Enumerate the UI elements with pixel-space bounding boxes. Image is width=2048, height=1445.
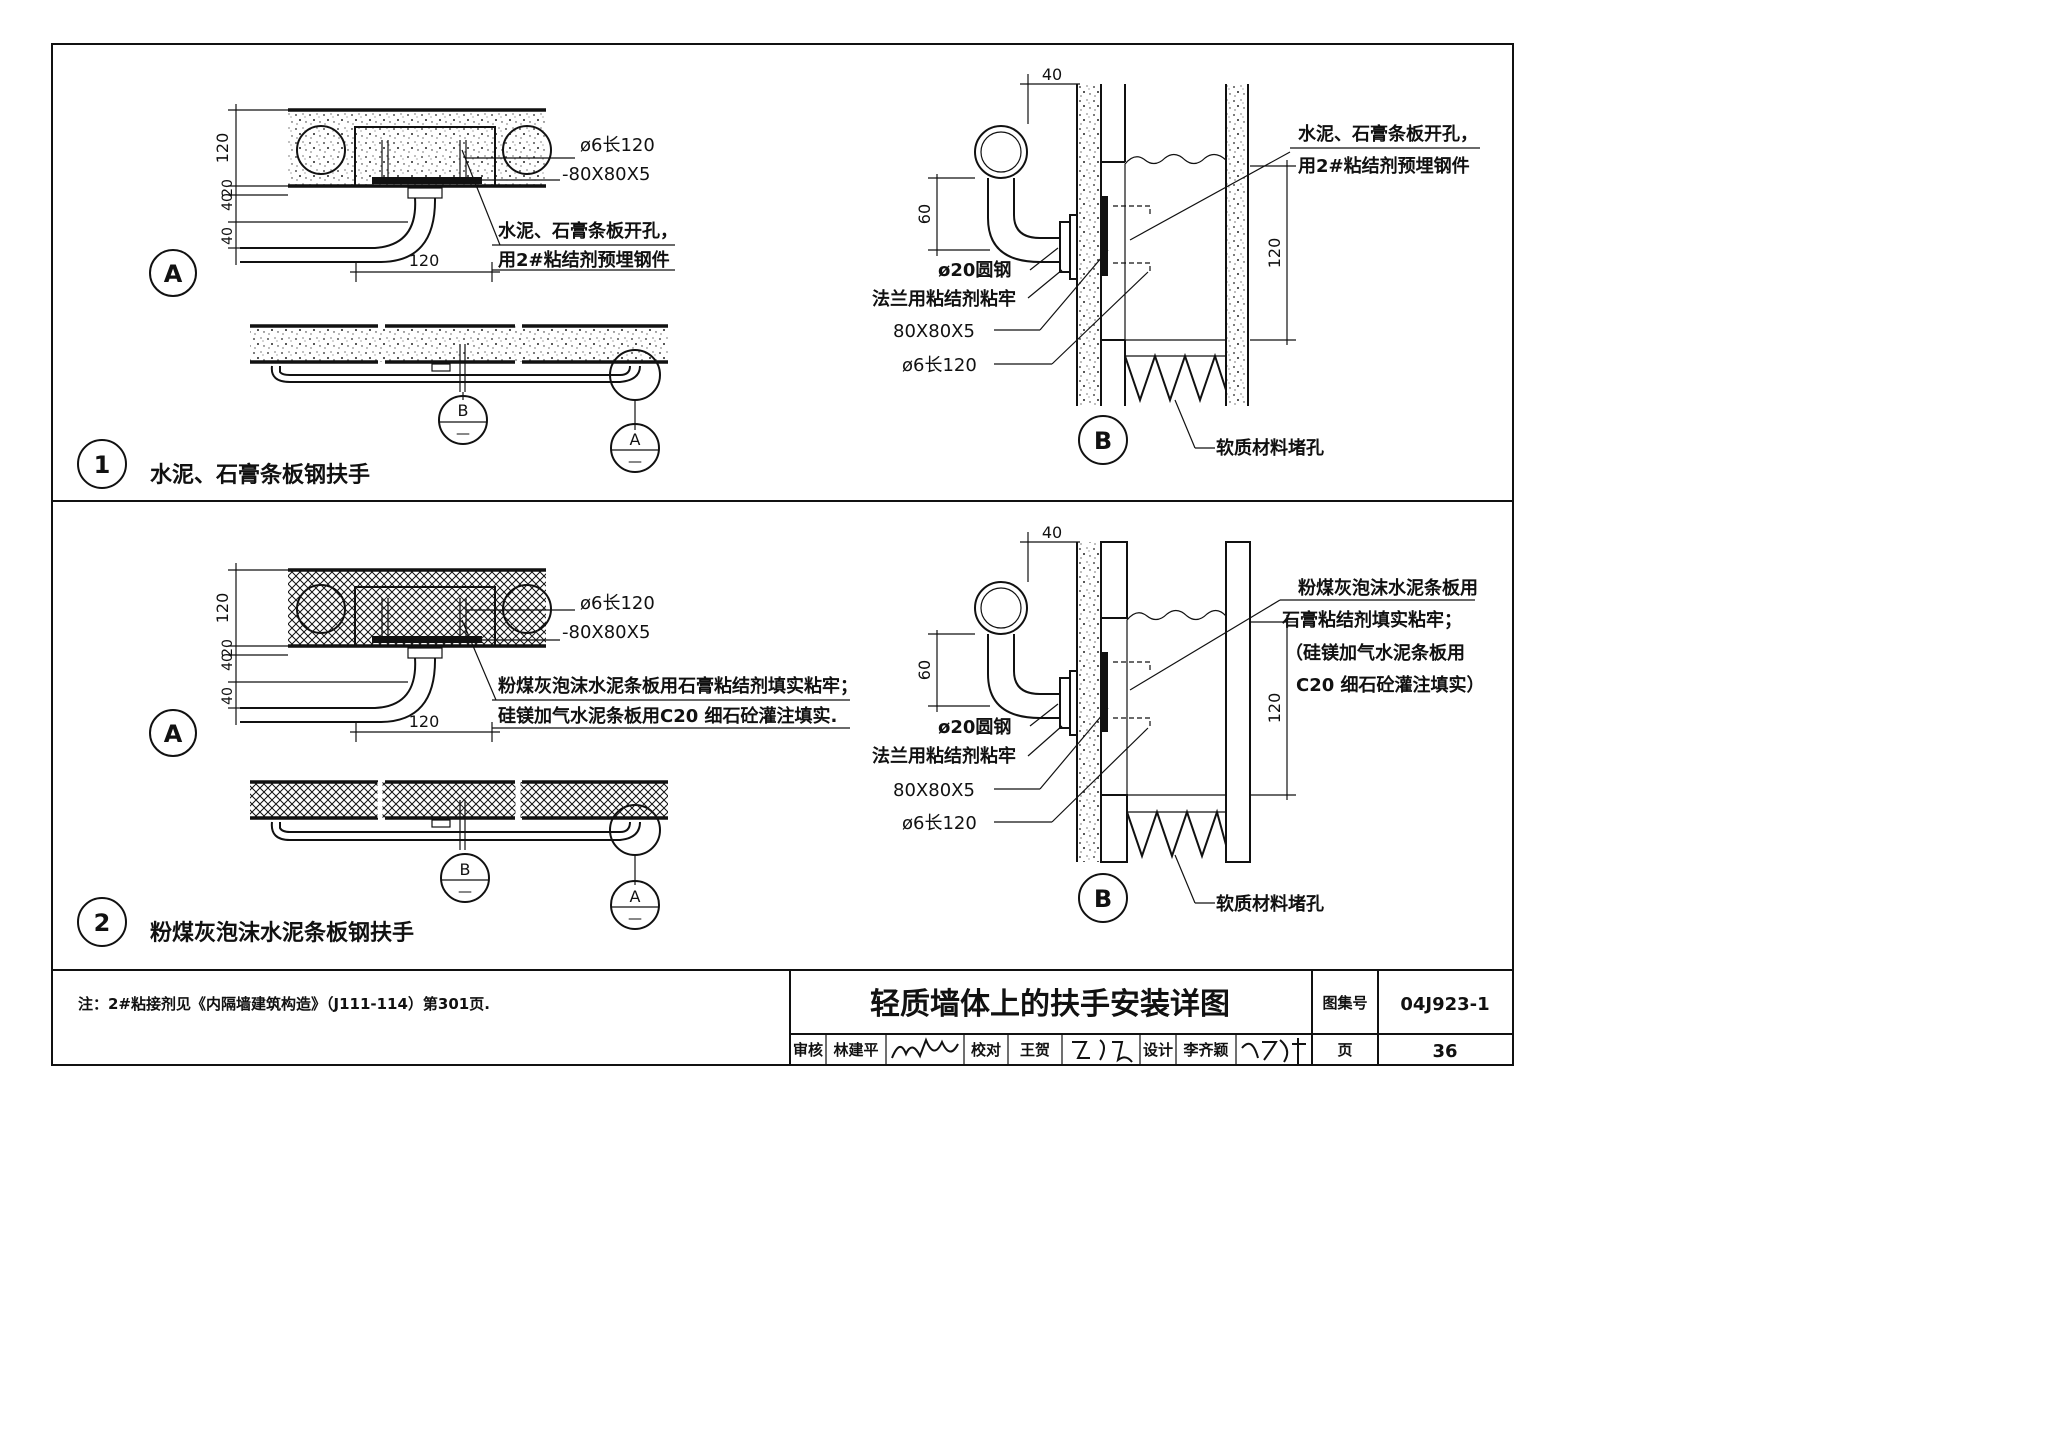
detail1-dim-40a: 40 xyxy=(220,193,236,211)
detail1-dim-40b: 40 xyxy=(220,227,236,245)
detail2-title: 粉煤灰泡沫水泥条板钢扶手 xyxy=(150,920,414,946)
detail1-elevation xyxy=(250,324,668,430)
detail2-ref-a-sub: — xyxy=(628,911,642,927)
detail1-sb-flange: 法兰用粘结剂粘牢 xyxy=(872,288,1016,310)
detail1-dim-120-v: 120 xyxy=(213,133,232,164)
detail2-sb-plate: 80X80X5 xyxy=(893,780,975,801)
detail2-sb-dim-top: 40 xyxy=(1042,523,1062,542)
detail1-dim-20: 20 xyxy=(220,179,236,197)
checker-signature xyxy=(1072,1039,1133,1063)
detail2-number: 2 xyxy=(94,909,111,937)
detail1-section-b xyxy=(928,74,1480,449)
page-number: 36 xyxy=(1432,1041,1457,1062)
detail2-note-line1: 粉煤灰泡沫水泥条板用石膏粘结剂填实粘牢； xyxy=(498,675,858,697)
atlas-label: 图集号 xyxy=(1322,994,1367,1012)
detail2-view-a-letter: A xyxy=(164,720,183,748)
detail2-dim-40a: 40 xyxy=(220,653,236,671)
detail2-plate-label: -80X80X5 xyxy=(562,622,650,643)
detail2-sb-round-bar: ø20圆钢 xyxy=(938,716,1011,738)
detail1-ref-b-sub: — xyxy=(456,426,470,442)
detail2-sb-note-line4: C20 细石砼灌注填实） xyxy=(1296,674,1485,696)
detail1-note-line1: 水泥、石膏条板开孔， xyxy=(498,220,678,242)
detail2-sb-note-line1: 粉煤灰泡沫水泥条板用 xyxy=(1298,577,1478,599)
detail1-rod-label: ø6长120 xyxy=(580,135,655,156)
detail2-sb-dim-120: 120 xyxy=(1265,693,1284,724)
detail2-number-circle xyxy=(77,897,127,947)
detail2-ref-b-letter: B xyxy=(460,860,471,879)
detail1-sb-letter: B xyxy=(1094,427,1112,455)
designer-name: 李齐颖 xyxy=(1182,1041,1228,1059)
detail2-rod-label: ø6长120 xyxy=(580,593,655,614)
detail1-number: 1 xyxy=(94,451,111,479)
drawing-sheet: 120 40 20 40 120 ø6长120 -80X80X5 水泥、石膏条板… xyxy=(51,43,1514,1066)
detail1-sb-dim-120: 120 xyxy=(1265,238,1284,269)
design-label: 设计 xyxy=(1143,1041,1173,1059)
detail2-sb-letter: B xyxy=(1094,885,1112,913)
atlas-number: 04J923-1 xyxy=(1400,994,1489,1015)
detail2-sb-flange: 法兰用粘结剂粘牢 xyxy=(872,745,1016,767)
detail1-title: 水泥、石膏条板钢扶手 xyxy=(150,462,370,488)
detail1-plan xyxy=(228,104,675,282)
detail2-ref-b xyxy=(440,853,490,903)
detail2-sb-note-line3: （硅镁加气水泥条板用 xyxy=(1285,642,1465,664)
detail1-sb-round-bar: ø20圆钢 xyxy=(938,259,1011,281)
detail1-sb-note-line2: 用2#粘结剂预埋钢件 xyxy=(1298,155,1470,177)
reviewer-signature xyxy=(891,1037,959,1059)
detail1-sb-note-line1: 水泥、石膏条板开孔， xyxy=(1298,123,1478,145)
detail1-view-a-marker xyxy=(149,249,197,297)
detail1-sb-plug: 软质材料堵孔 xyxy=(1216,437,1324,459)
detail1-ref-b xyxy=(438,395,488,445)
detail2-sb-rod: ø6长120 xyxy=(902,813,977,834)
detail1-ref-a-sub: — xyxy=(628,454,642,470)
detail1-sb-dim-60: 60 xyxy=(915,204,934,224)
detail1-sb-dim-top: 40 xyxy=(1042,65,1062,84)
detail2-sb-plug: 软质材料堵孔 xyxy=(1216,893,1324,915)
checker-name: 王贺 xyxy=(1020,1041,1050,1059)
detail2-dim-40b: 40 xyxy=(220,687,236,705)
check-label: 校对 xyxy=(971,1041,1001,1059)
detail1-plate-label: -80X80X5 xyxy=(562,164,650,185)
review-label: 审核 xyxy=(793,1041,823,1059)
detail2-dim-120-v: 120 xyxy=(213,593,232,624)
page-label: 页 xyxy=(1337,1041,1352,1059)
detail1-view-a-letter: A xyxy=(164,260,183,288)
detail1-sb-rod: ø6长120 xyxy=(902,355,977,376)
detail2-dim-120-h: 120 xyxy=(409,712,440,731)
detail2-sb-note-line2: 石膏粘结剂填实粘牢； xyxy=(1281,609,1462,631)
detail2-section-b xyxy=(928,532,1475,904)
titleblock-note: 注：2#粘接剂见《内隔墙建筑构造》（J111-114）第301页. xyxy=(78,995,490,1013)
reviewer-name: 林建平 xyxy=(833,1041,878,1059)
detail1-ref-a xyxy=(610,423,660,473)
detail2-sb-dim-60: 60 xyxy=(915,660,934,680)
detail2-plan xyxy=(228,563,850,742)
detail1-sb-plate: 80X80X5 xyxy=(893,321,975,342)
title-block xyxy=(789,970,1513,1065)
detail2-elevation xyxy=(250,780,668,885)
detail1-ref-b-letter: B xyxy=(458,401,469,420)
sheet-border xyxy=(51,43,1514,1066)
detail2-view-a-marker xyxy=(149,709,197,757)
drawing-title: 轻质墙体上的扶手安装详图 xyxy=(870,987,1230,1022)
designer-signature xyxy=(1241,1038,1306,1066)
detail2-ref-b-sub: — xyxy=(458,884,472,900)
detail2-ref-a xyxy=(610,880,660,930)
detail1-ref-a-letter: A xyxy=(630,430,641,449)
detail1-note-line2: 用2#粘结剂预埋钢件 xyxy=(498,249,670,271)
detail2-dim-20: 20 xyxy=(220,639,236,657)
detail1-dim-120-h: 120 xyxy=(409,251,440,270)
detail1-sb-circle xyxy=(1078,415,1128,465)
detail1-number-circle xyxy=(77,439,127,489)
detail2-sb-circle xyxy=(1078,873,1128,923)
detail2-note-line2: 硅镁加气水泥条板用C20 细石砼灌注填实. xyxy=(498,705,837,727)
detail2-ref-a-letter: A xyxy=(630,887,641,906)
